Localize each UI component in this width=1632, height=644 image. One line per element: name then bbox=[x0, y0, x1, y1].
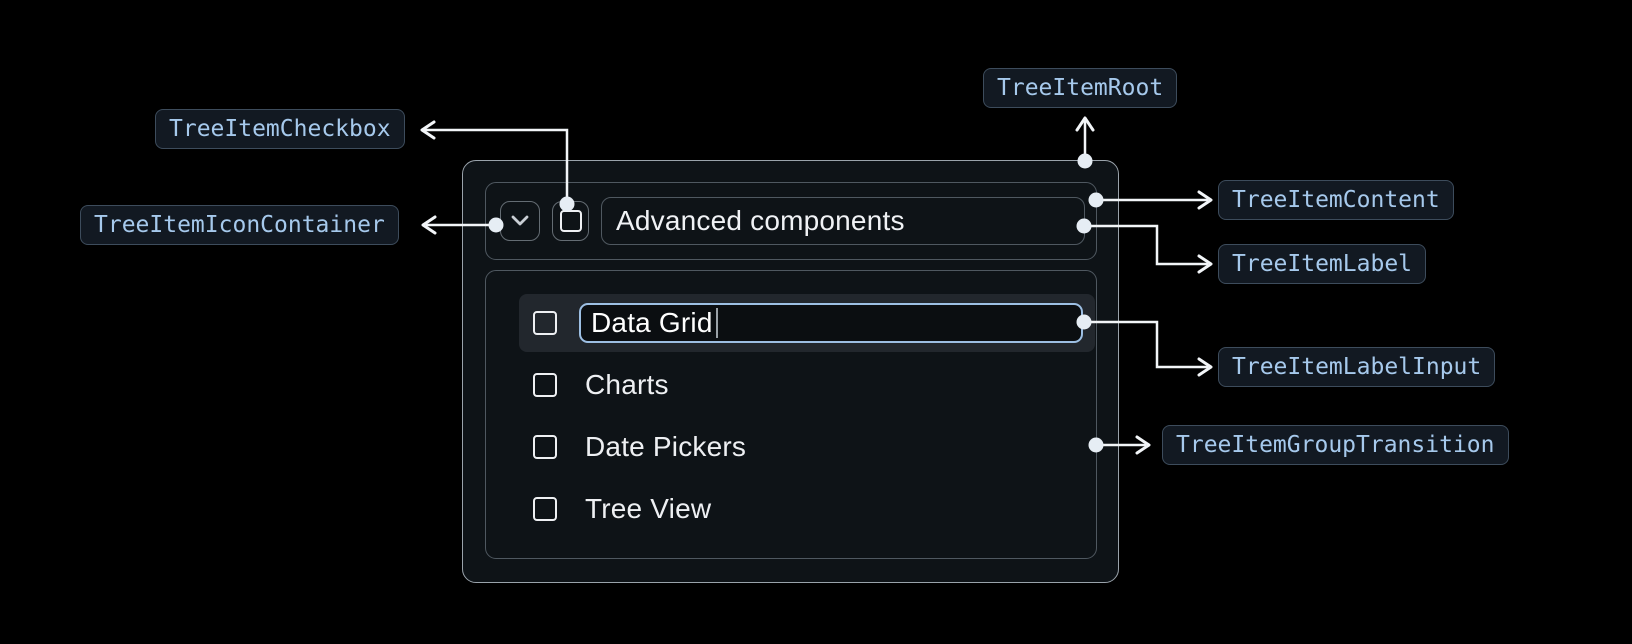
item-checkbox[interactable] bbox=[533, 435, 557, 459]
tree-row-charts[interactable]: Charts bbox=[486, 354, 1096, 416]
tree-item-root: Advanced components Data Grid Charts Dat… bbox=[462, 160, 1119, 583]
label-input-value: Data Grid bbox=[591, 307, 713, 338]
tree-item-checkbox-container[interactable] bbox=[552, 201, 589, 241]
tree-item-label-input[interactable]: Data Grid bbox=[579, 303, 1083, 343]
tree-item-group-transition: Data Grid Charts Date Pickers Tree View bbox=[485, 270, 1097, 559]
tree-item-content[interactable]: Advanced components bbox=[485, 182, 1097, 260]
item-checkbox[interactable] bbox=[533, 497, 557, 521]
tree-row-data-grid[interactable]: Data Grid bbox=[519, 294, 1095, 352]
parent-checkbox[interactable] bbox=[559, 210, 582, 232]
parent-label-text: Advanced components bbox=[616, 205, 905, 236]
annotation-tree-item-root: TreeItemRoot bbox=[983, 68, 1178, 108]
item-checkbox[interactable] bbox=[533, 311, 557, 335]
annotation-tree-item-group-transition: TreeItemGroupTransition bbox=[1162, 425, 1509, 465]
chevron-down-icon bbox=[511, 215, 529, 226]
item-label: Date Pickers bbox=[585, 431, 747, 462]
annotation-tree-item-checkbox: TreeItemCheckbox bbox=[155, 109, 405, 149]
item-label: Charts bbox=[585, 369, 669, 400]
tree-item-label: Advanced components bbox=[601, 197, 1085, 245]
annotation-tree-item-label: TreeItemLabel bbox=[1218, 244, 1427, 284]
annotation-tree-item-icon-container: TreeItemIconContainer bbox=[80, 205, 399, 245]
tree-item-icon-container[interactable] bbox=[500, 201, 540, 241]
annotation-tree-item-label-input: TreeItemLabelInput bbox=[1218, 347, 1496, 387]
tree-row-date-pickers[interactable]: Date Pickers bbox=[486, 416, 1096, 478]
tree-row-tree-view[interactable]: Tree View bbox=[486, 478, 1096, 540]
annotation-tree-item-content: TreeItemContent bbox=[1218, 180, 1454, 220]
item-checkbox[interactable] bbox=[533, 373, 557, 397]
item-label: Tree View bbox=[585, 493, 712, 524]
text-caret bbox=[715, 308, 719, 338]
